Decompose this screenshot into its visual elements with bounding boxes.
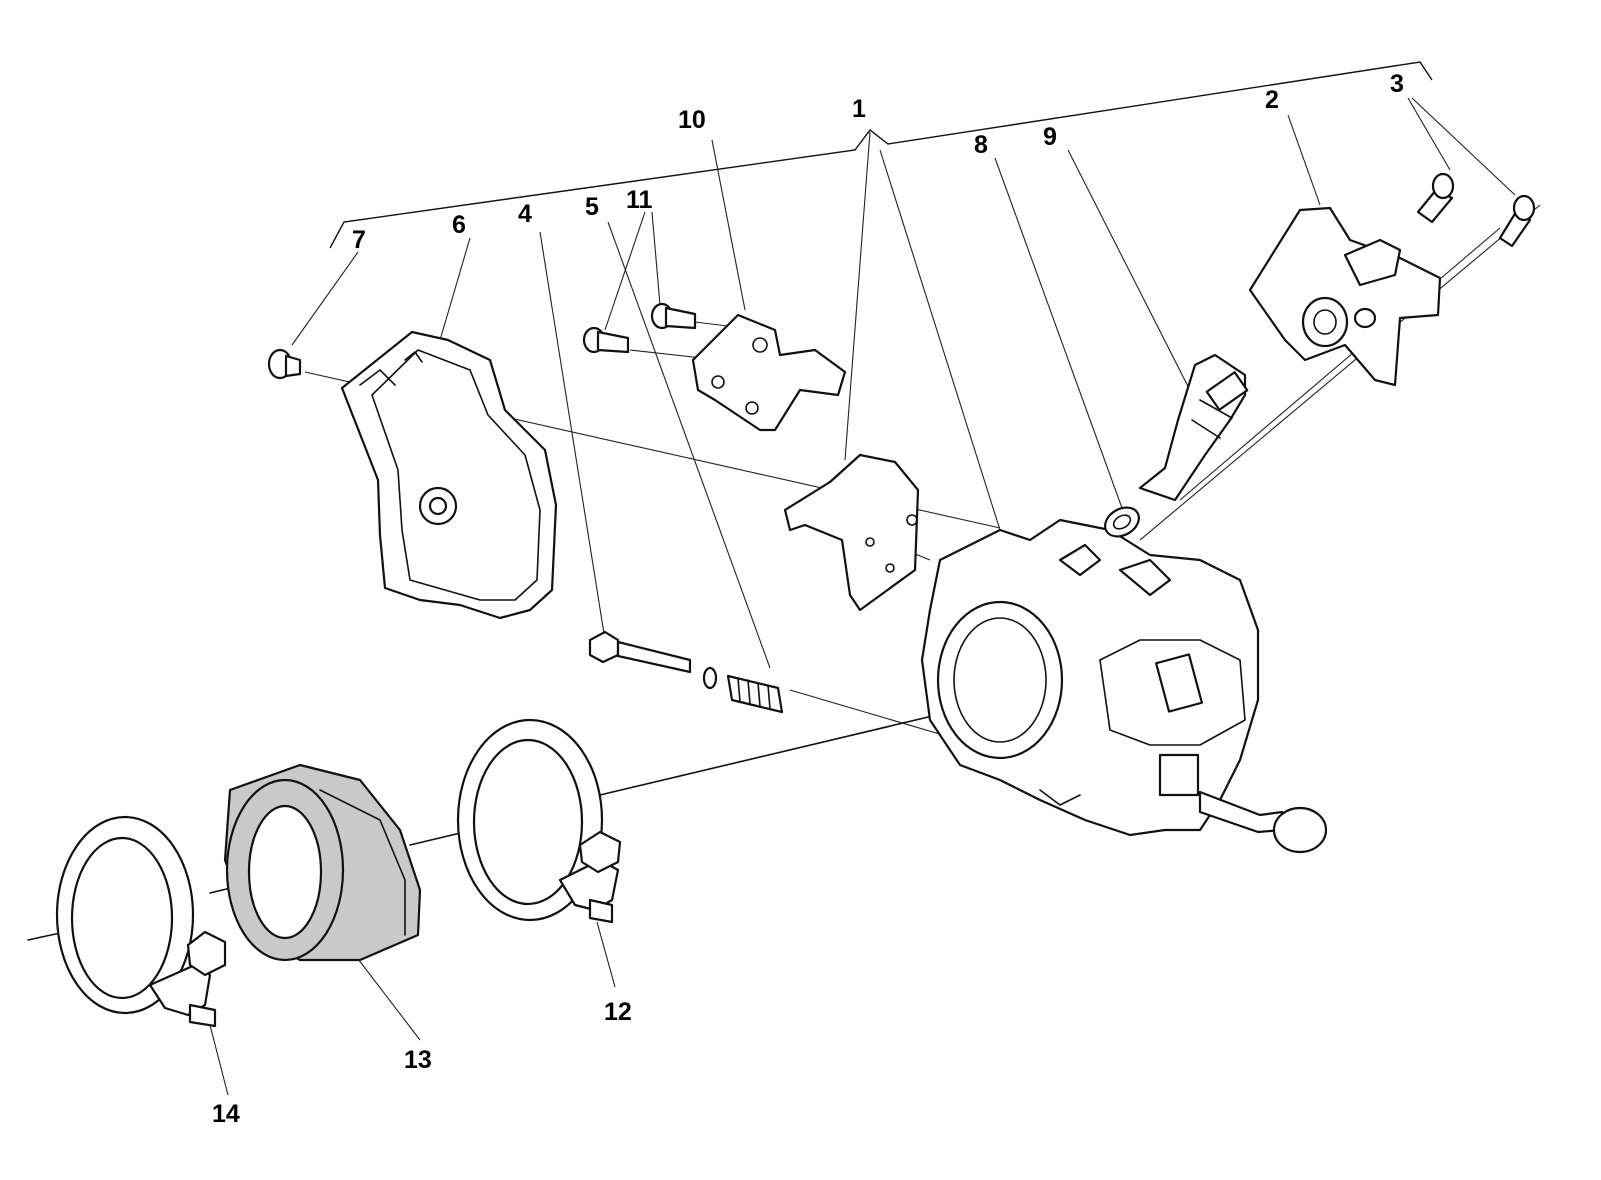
callout-labels: 1 2 3 4 5 6 7 8 9 10 11 12 13 14 xyxy=(212,70,1404,1128)
callout-8: 8 xyxy=(974,131,988,159)
part-4-bolt xyxy=(588,630,692,674)
part-9-injector xyxy=(1138,353,1249,502)
callout-11: 11 xyxy=(626,186,653,214)
part-6-cover xyxy=(340,330,558,620)
part-7-screw xyxy=(267,348,302,380)
throttle-stop-plunger xyxy=(1198,790,1328,854)
callout-9: 9 xyxy=(1043,123,1057,151)
callout-4: 4 xyxy=(518,200,532,228)
callout-7: 7 xyxy=(352,226,366,254)
part-13-rubber-manifold xyxy=(223,763,422,962)
callout-2: 2 xyxy=(1265,86,1279,114)
part-1-mounting-plate xyxy=(783,453,920,612)
part-2-fuel-rail xyxy=(1248,206,1442,387)
callout-3: 3 xyxy=(1390,70,1404,98)
assembly-bracket xyxy=(329,61,1433,249)
callout-6: 6 xyxy=(452,211,466,239)
part-3-screws xyxy=(1416,172,1536,248)
part-11-screws xyxy=(582,302,697,354)
part-14-clamp xyxy=(55,815,227,1028)
throttle-body xyxy=(920,518,1260,837)
callout-10: 10 xyxy=(678,106,706,134)
callout-13: 13 xyxy=(404,1046,432,1074)
callout-12: 12 xyxy=(604,998,632,1026)
callout-5: 5 xyxy=(585,193,599,221)
callout-1: 1 xyxy=(852,95,866,123)
part-5-spring xyxy=(702,666,784,714)
callout-14: 14 xyxy=(212,1100,240,1128)
part-12-clamp xyxy=(456,718,622,924)
part-8-seal xyxy=(1104,506,1140,538)
part-10-bracket xyxy=(691,313,847,432)
